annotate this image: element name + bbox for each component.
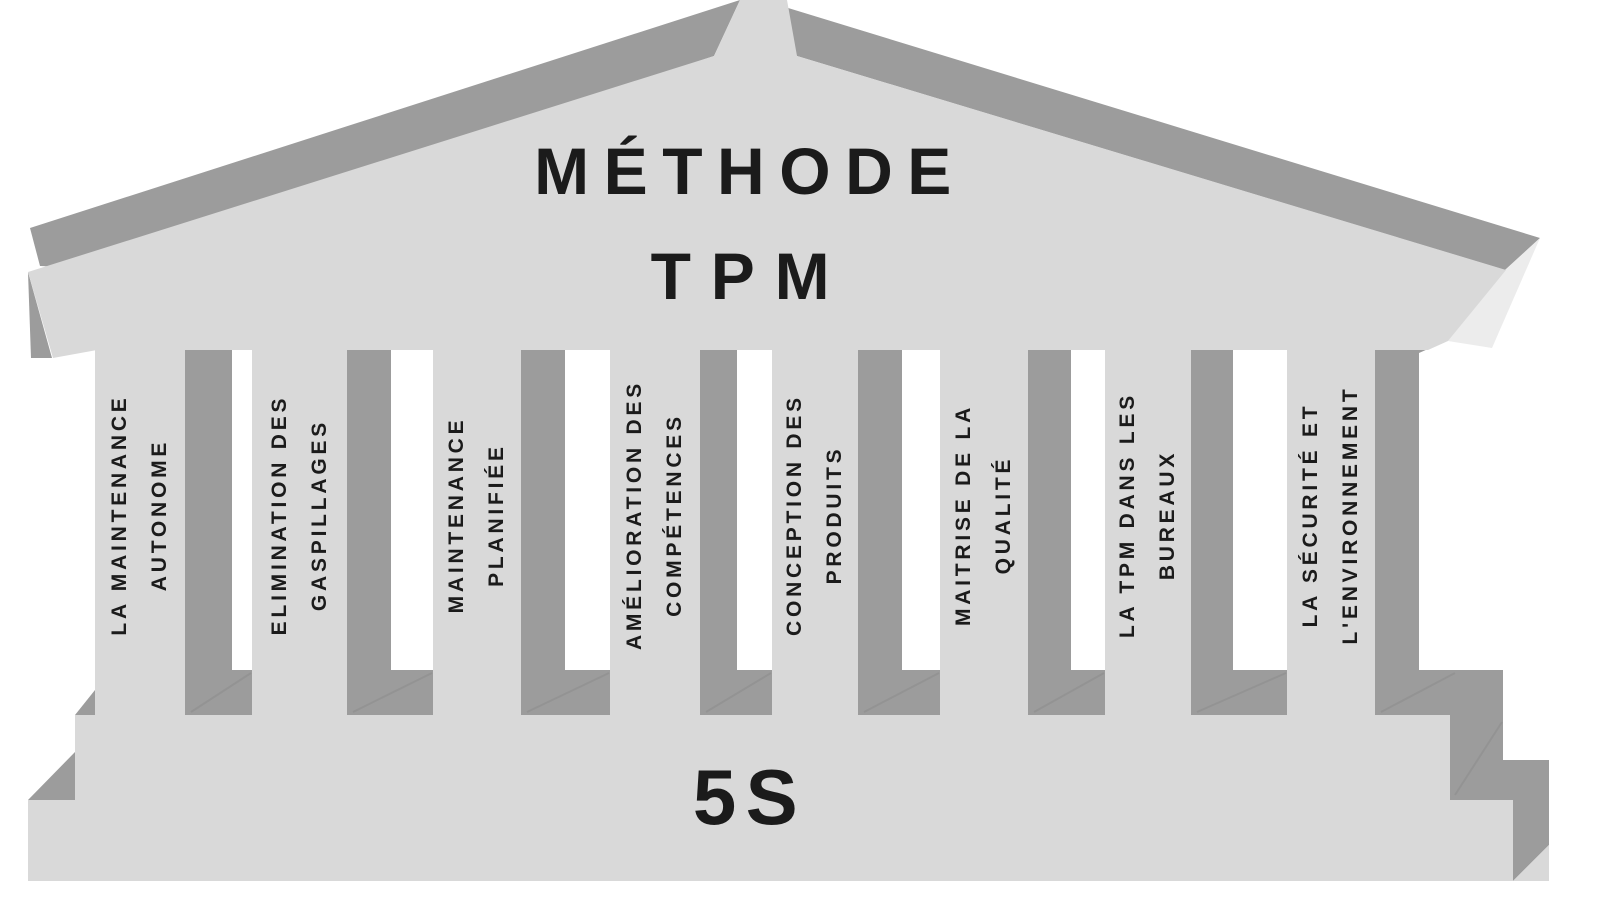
footing-bevel-left <box>75 690 95 715</box>
roof-slope-left <box>30 0 740 268</box>
pillar-label: MAINTENANCE PLANIFIÉE <box>445 416 508 614</box>
pillar-face-2 <box>252 340 347 715</box>
pillar-side-4 <box>700 340 737 672</box>
lower-step <box>28 800 1513 881</box>
pillar-face-5 <box>772 340 858 715</box>
pillar-label: AMÉLIORATION DES COMPÉTENCES <box>623 379 686 651</box>
pillar-label: LA TPM DANS LES BUREAUX <box>1116 391 1179 639</box>
pillar-face-3 <box>433 340 521 715</box>
roof-eave-wedge-left <box>28 272 52 358</box>
lower-step-bevel-left <box>28 752 75 800</box>
pillar-label: LA MAINTENANCE AUTONOME <box>108 394 171 636</box>
pillar-face-4 <box>610 340 700 715</box>
lower-step-right-side <box>1513 800 1549 881</box>
pillar-conception-produits: CONCEPTION DES PRODUITS <box>772 355 858 675</box>
pillar-side-3 <box>521 340 565 672</box>
pillar-tpm-bureaux: LA TPM DANS LES BUREAUX <box>1105 355 1191 675</box>
pillar-label: LA SÉCURITÉ ET L'ENVIRONNEMENT <box>1299 385 1362 645</box>
pillar-face-7 <box>1105 340 1191 715</box>
pillar-maitrise-qualite: MAITRISE DE LA QUALITÉ <box>940 355 1028 675</box>
pillar-securite-environnement: LA SÉCURITÉ ET L'ENVIRONNEMENT <box>1287 355 1375 675</box>
pillar-amelioration-competences: AMÉLIORATION DES COMPÉTENCES <box>610 355 700 675</box>
pediment-title-line1: MÉTHODE <box>534 134 966 208</box>
pillar-face-6 <box>940 340 1028 715</box>
pillar-side-6 <box>1028 340 1071 672</box>
pediment-title-line2: TPM <box>650 239 850 313</box>
roof-slope-right <box>762 0 1540 270</box>
upper-step-right-side <box>1450 715 1503 800</box>
pillar-side-8 <box>1375 340 1419 672</box>
pillar-maintenance-autonome: LA MAINTENANCE AUTONOME <box>95 355 185 675</box>
lower-step-top-shadow <box>1503 760 1549 800</box>
pillar-side-5 <box>858 340 902 672</box>
base-5s-label: 5S <box>692 753 808 841</box>
lower-step-right-corner <box>1513 845 1549 881</box>
pillar-label: MAITRISE DE LA QUALITÉ <box>952 403 1015 627</box>
step-bevel-line <box>1454 721 1503 796</box>
pillar-label: CONCEPTION DES PRODUITS <box>783 394 846 636</box>
roof-eave-facet-right <box>1448 238 1540 348</box>
pillar-maintenance-planifiee: MAINTENANCE PLANIFIÉE <box>433 355 521 675</box>
pillar-label: ELIMINATION DES GASPILLAGES <box>267 394 331 636</box>
pediment-face <box>28 0 1506 358</box>
footing-bevel-lines <box>190 672 1456 713</box>
pillar-side-2 <box>347 340 391 672</box>
pillar-face-1 <box>95 340 185 715</box>
pillar-face-8 <box>1287 340 1375 715</box>
pillar-side-7 <box>1191 340 1233 672</box>
pillar-elimination-gaspillages: ELIMINATION DES GASPILLAGES <box>252 355 347 675</box>
upper-step <box>75 715 1450 800</box>
pillar-side-1 <box>185 340 232 672</box>
